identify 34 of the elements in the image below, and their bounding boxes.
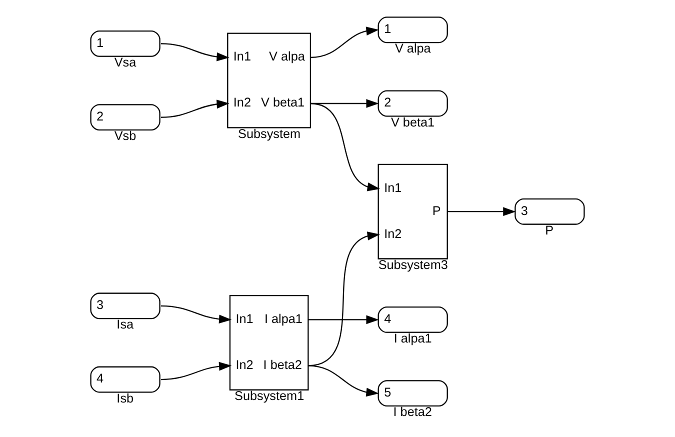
- node-label: I alpa1: [394, 331, 432, 346]
- node-box: 1: [90, 30, 160, 57]
- node-box: In1 I alpa1 In2 I beta2: [229, 294, 309, 390]
- node-box: 3: [90, 292, 160, 320]
- node-label: Subsystem1: [234, 388, 304, 403]
- node-label: Vsb: [114, 129, 136, 144]
- node-box: 2: [90, 104, 160, 131]
- node-box: 1: [378, 16, 448, 44]
- arrow: [160, 362, 232, 380]
- arrow: [310, 102, 380, 192]
- arrow: [160, 305, 232, 324]
- node-label: Subsystem: [238, 126, 301, 141]
- arrow: [160, 43, 230, 62]
- node-label: V alpa: [395, 42, 431, 56]
- arrow: [308, 232, 380, 366]
- node-label: Vsa: [114, 55, 136, 70]
- node-box: 5: [378, 380, 448, 407]
- node-label: Subsystem3: [378, 258, 448, 272]
- node-label: P: [545, 223, 554, 238]
- arrow: [308, 315, 379, 324]
- arrow: [310, 26, 379, 58]
- arrow: [308, 365, 379, 397]
- node-box: 4: [90, 366, 160, 393]
- node-box: 3: [514, 198, 585, 225]
- node-label: Isb: [116, 391, 134, 406]
- arrow: [447, 207, 516, 216]
- arrow: [160, 100, 230, 118]
- node-box: 4: [378, 306, 448, 333]
- node-label: Isa: [116, 318, 134, 332]
- node-box: In1 V alpa In2 V beta1: [227, 32, 312, 128]
- node-box: 2: [378, 90, 448, 117]
- node-label: I beta2: [393, 405, 432, 420]
- node-box: In1 P In2: [378, 164, 448, 260]
- node-label: V beta1: [390, 115, 435, 130]
